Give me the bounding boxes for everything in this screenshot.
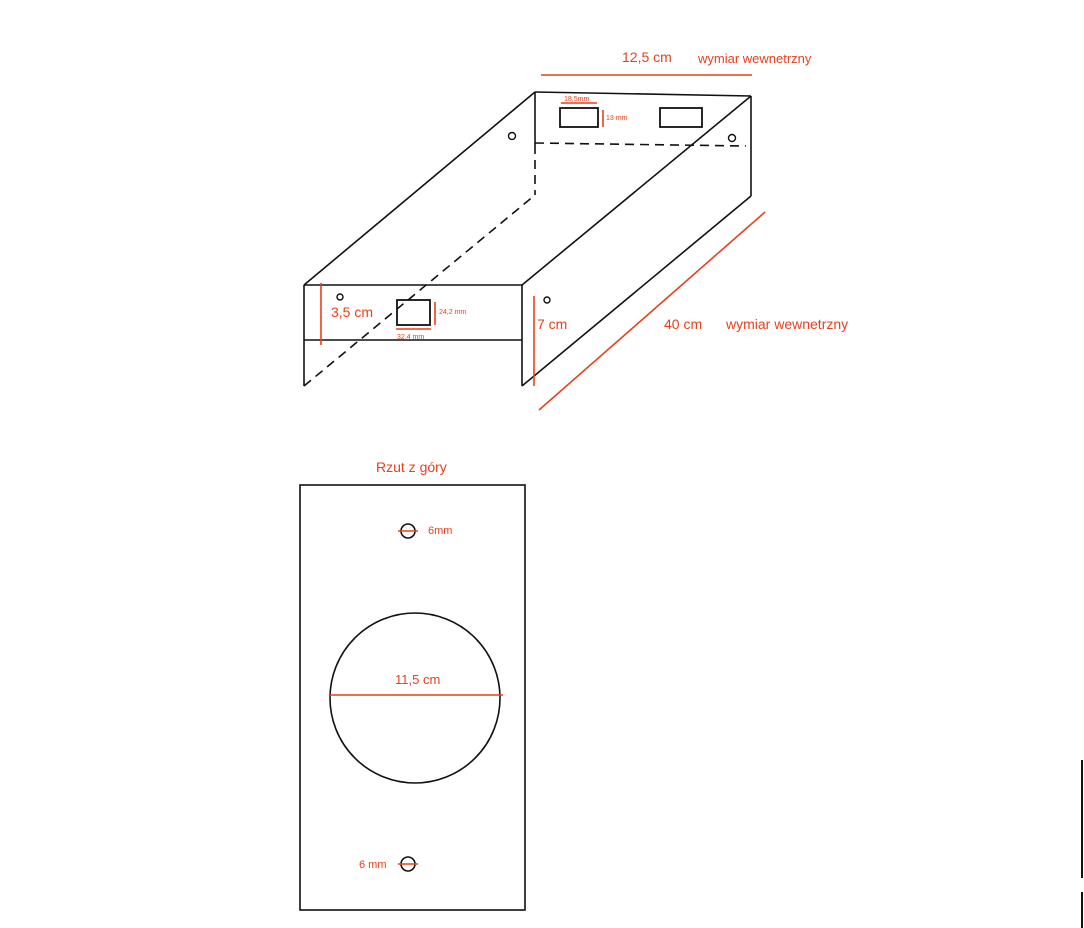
top-view-title: Rzut z góry xyxy=(376,459,447,475)
front-slot-width-label: 32,4 mm xyxy=(397,334,424,341)
isometric-view: 12,5 cm wymiar wewnetrzny 40 cm wymiar w… xyxy=(303,49,848,411)
length-note: wymiar wewnetrzny xyxy=(725,316,848,332)
top-view-plate xyxy=(299,484,526,911)
width-label: 12,5 cm xyxy=(622,49,672,65)
top-slot-width-label: 18,5mm xyxy=(564,96,589,103)
hidden-edges xyxy=(303,142,747,387)
height-label: 7 cm xyxy=(537,316,567,332)
top-slot-right xyxy=(659,107,703,128)
width-note: wymiar wewnetrzny xyxy=(697,51,812,66)
flange-height-label: 3,5 cm xyxy=(331,304,373,320)
front-slot xyxy=(396,299,431,326)
back-hole-left-icon xyxy=(507,131,517,141)
dimension-lines xyxy=(320,74,766,411)
length-label: 40 cm xyxy=(664,316,702,332)
side-hole-icon xyxy=(543,296,551,304)
circle-diameter-label: 11,5 cm xyxy=(395,672,440,687)
box-outline xyxy=(303,91,752,387)
front-hole-icon xyxy=(336,293,344,301)
front-slot-height-label: 24,2 mm xyxy=(439,309,466,316)
top-view: Rzut z góry 6mm 11,5 cm 6 mm xyxy=(299,459,526,911)
top-slot-height-label: 13 mm xyxy=(606,115,628,122)
top-slot-left xyxy=(559,107,599,128)
center-cutout-circle xyxy=(329,612,501,784)
back-hole-right-icon xyxy=(727,133,737,143)
hole-top-label: 6mm xyxy=(428,525,452,537)
hole-bottom-label: 6 mm xyxy=(359,859,387,871)
